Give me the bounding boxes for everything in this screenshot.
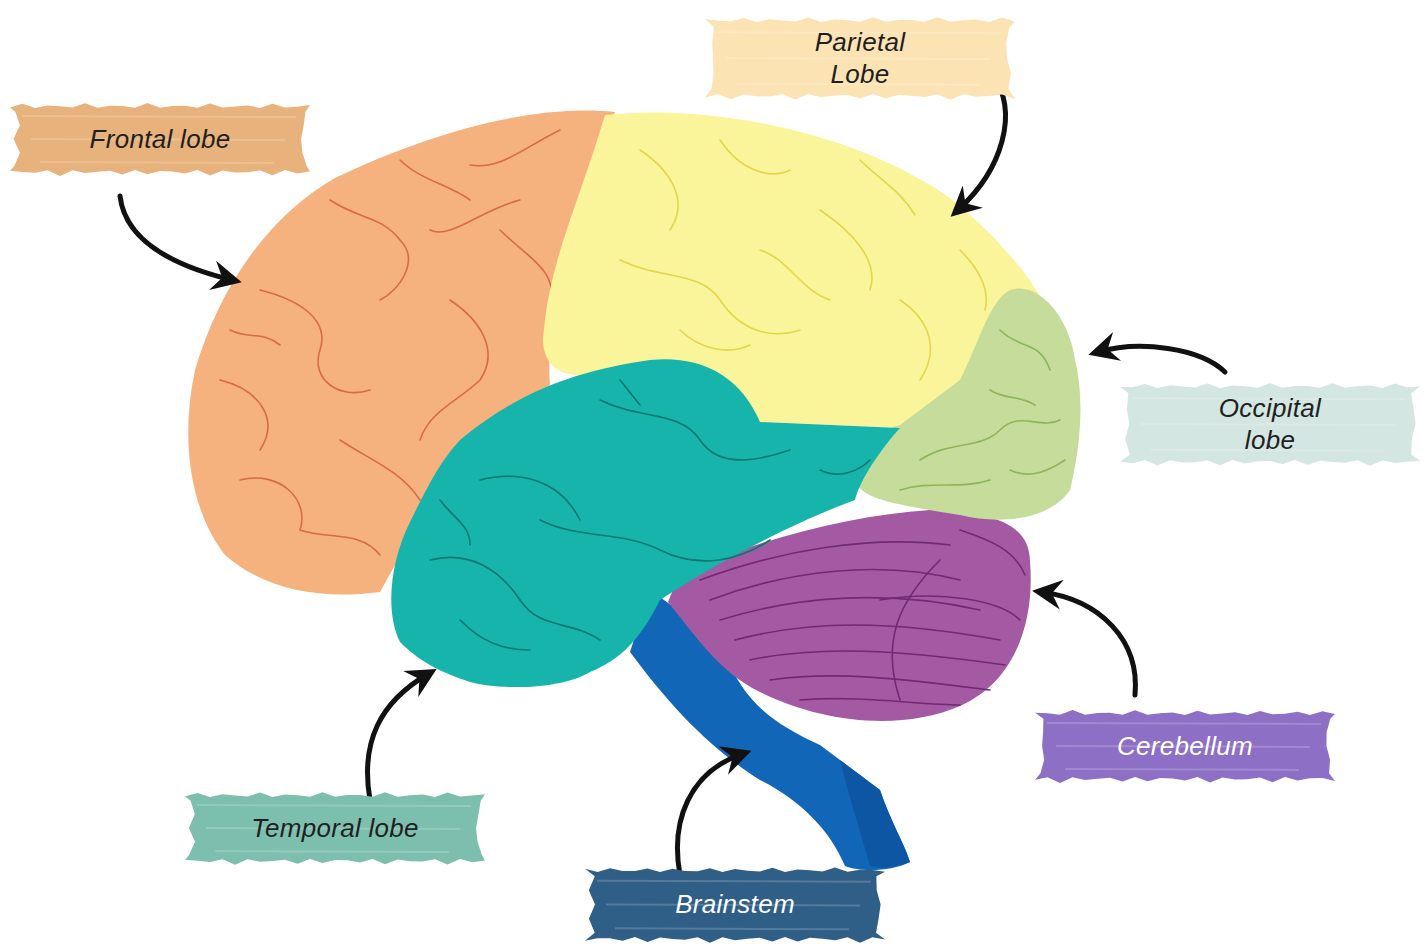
parietal-lobe-shape <box>620 260 800 334</box>
brainstem-shape <box>840 760 910 868</box>
frontal-lobe-shape <box>470 130 560 166</box>
temporal-lobe-shape <box>391 359 900 687</box>
frontal-lobe-shape <box>340 440 420 500</box>
brush-stroke <box>185 792 485 865</box>
occipital-lobe-shape <box>900 330 1065 490</box>
brush-texture <box>22 116 296 117</box>
brush-texture <box>1141 424 1395 425</box>
label-band: Temporal lobe <box>185 787 485 869</box>
parietal-lobe-shape <box>720 140 790 174</box>
parietal-lobe-shape <box>860 160 915 215</box>
part-label: Temporal lobe <box>220 812 450 845</box>
cerebellum-shape <box>720 598 980 620</box>
label-band: Brainstem <box>585 862 885 947</box>
temporal-lobe-shape <box>620 380 640 405</box>
part-label: Frontal lobe <box>50 123 270 156</box>
part-label: Occipital lobe <box>1200 392 1340 457</box>
parietal-lobe-shape <box>620 140 986 380</box>
part-label: Cerebellum <box>1075 730 1295 763</box>
parietal-lobe-shape <box>960 250 986 310</box>
cerebellum-shape <box>700 530 1025 705</box>
brush-stroke <box>1120 383 1420 466</box>
brush-stroke <box>1120 378 1420 470</box>
frontal-lobe-shape <box>420 300 488 440</box>
cerebellum-shape <box>892 560 940 700</box>
brush-texture <box>40 162 274 163</box>
occipital-lobe-shape <box>920 420 1060 460</box>
brush-texture <box>1047 723 1321 724</box>
temporal-lobe-shape <box>540 520 770 561</box>
temporal-lobe-shape <box>480 476 580 520</box>
brush-texture <box>615 928 849 929</box>
cerebellum-shape <box>735 625 1000 640</box>
brush-texture <box>197 805 471 806</box>
frontal-lobe-shape <box>240 478 380 555</box>
occipital-lobe-shape <box>900 480 990 490</box>
part-label: Parietal Lobe <box>790 26 930 91</box>
pointer-arrow <box>367 674 428 800</box>
temporal-lobe-shape <box>460 620 530 650</box>
cerebellum-shape <box>960 530 1025 575</box>
occipital-lobe-shape <box>854 288 1080 519</box>
frontal-lobe-shape <box>400 160 470 200</box>
brush-stroke <box>1035 710 1335 783</box>
occipital-lobe-shape <box>1000 330 1050 370</box>
brush-stroke <box>705 12 1015 104</box>
frontal-lobe-shape <box>220 380 268 450</box>
occipital-lobe-shape <box>990 390 1035 405</box>
brush-stroke <box>705 17 1015 100</box>
pointer-arrow <box>678 754 742 875</box>
frontal-lobe-shape <box>430 200 520 232</box>
brush-texture <box>1065 769 1299 770</box>
temporal-lobe-shape <box>430 557 600 640</box>
temporal-lobe-shape <box>391 359 900 687</box>
parietal-lobe-shape <box>820 210 872 290</box>
cerebellum-shape <box>800 699 960 705</box>
frontal-lobe-shape <box>500 230 552 310</box>
part-label: Brainstem <box>625 888 845 921</box>
occipital-lobe-shape <box>854 288 1080 519</box>
brush-texture <box>726 58 990 59</box>
label-band: Parietal Lobe <box>705 12 1015 104</box>
frontal-lobe-shape <box>330 200 408 300</box>
parietal-lobe-shape <box>760 250 830 300</box>
label-band: Occipital lobe <box>1120 378 1420 470</box>
pointer-arrow <box>120 196 232 280</box>
brush-texture <box>597 881 871 882</box>
brush-stroke <box>585 867 885 942</box>
temporal-lobe-shape <box>820 460 870 474</box>
brush-stroke <box>10 103 310 176</box>
cerebellum-shape <box>750 651 1005 665</box>
temporal-lobe-shape <box>440 500 470 545</box>
parietal-lobe-shape <box>680 330 750 350</box>
brush-texture <box>215 851 449 852</box>
label-band: Frontal lobe <box>10 98 310 180</box>
temporal-lobe-shape <box>430 380 870 650</box>
label-band: Cerebellum <box>1035 705 1335 787</box>
parietal-lobe-shape <box>640 150 678 230</box>
cerebellum-shape <box>880 596 1020 620</box>
cerebellum-shape <box>770 676 990 690</box>
occipital-lobe-shape <box>1010 460 1065 474</box>
pointer-arrow <box>1098 346 1225 372</box>
parietal-lobe-shape <box>900 300 930 380</box>
frontal-lobe-shape <box>230 330 280 345</box>
pointer-arrow <box>1042 592 1135 695</box>
temporal-lobe-shape <box>600 400 790 460</box>
frontal-lobe-shape <box>260 290 370 393</box>
